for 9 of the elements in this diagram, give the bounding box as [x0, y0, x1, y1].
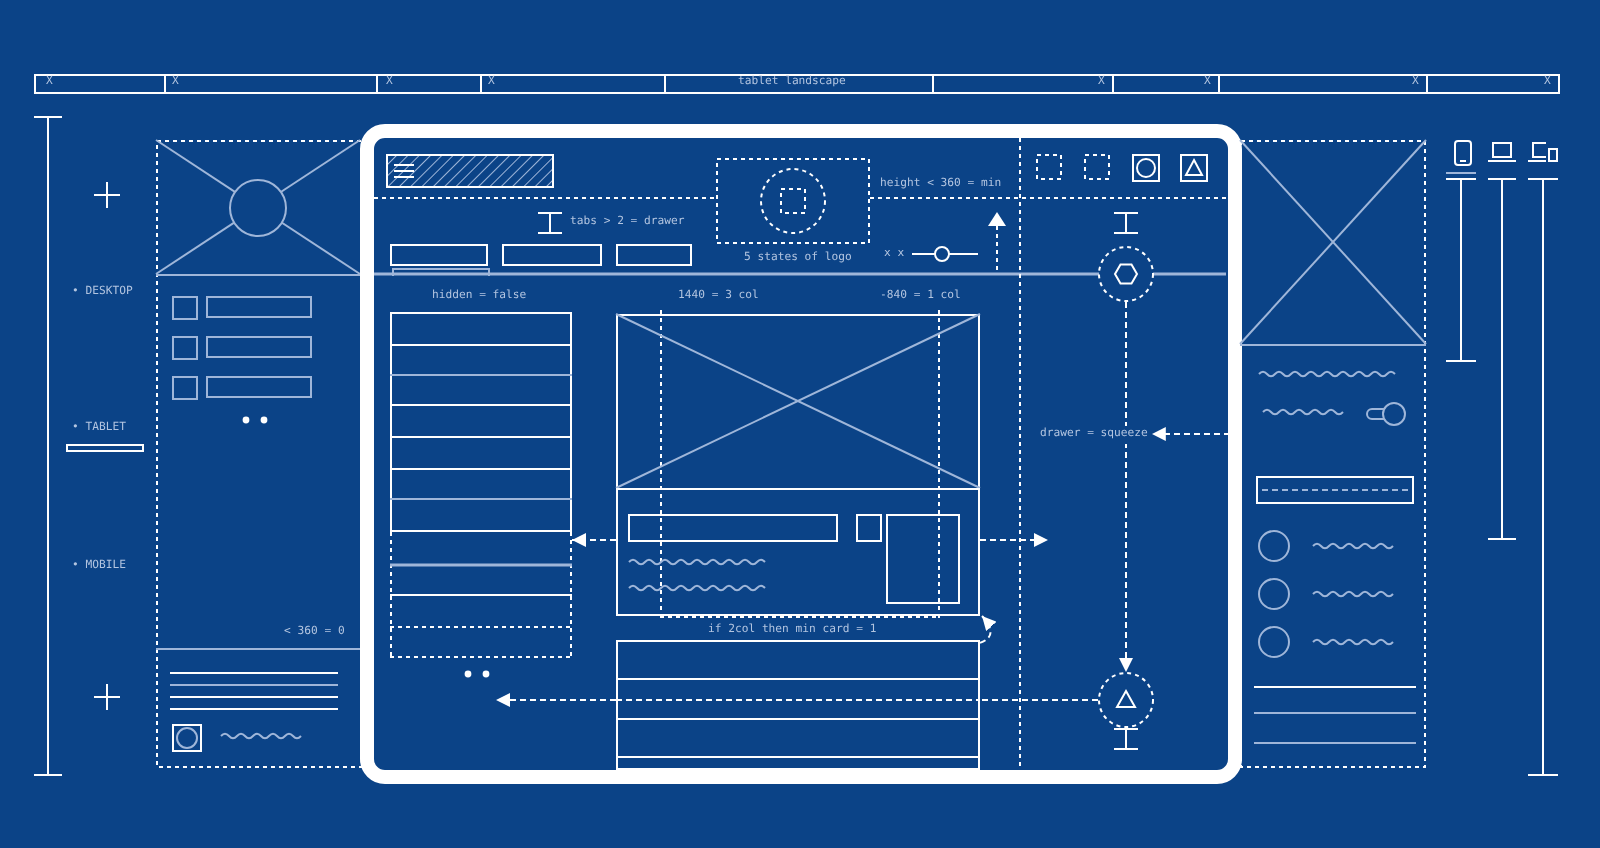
- arrow: [979, 615, 997, 644]
- list-wireframe: [616, 640, 980, 770]
- arrow: [979, 533, 1049, 547]
- arrow: [571, 533, 617, 547]
- card-wireframe: [616, 314, 980, 616]
- connector-line: [979, 699, 1099, 701]
- arrow: [495, 693, 617, 707]
- mobile-wireframe: [1240, 140, 1426, 768]
- arrow: [1119, 301, 1133, 673]
